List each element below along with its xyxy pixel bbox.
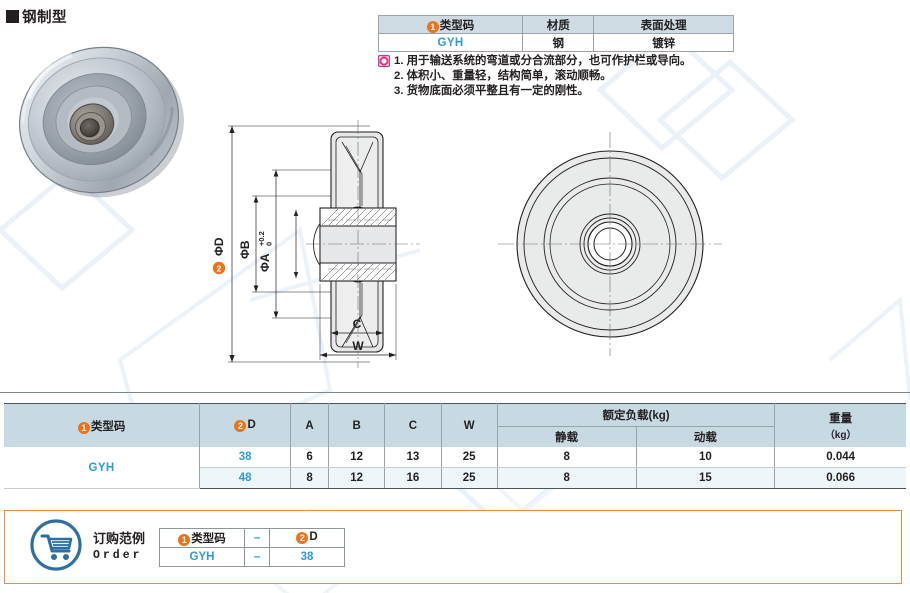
note-item-1: 1. 用于输送系统的弯道或分合流部分，也可作护栏或导向。 (394, 55, 692, 67)
label-phi-a: ΦA (258, 253, 272, 272)
spec-cell-a: 6 (290, 447, 330, 468)
marker-2-icon: 2 (296, 532, 309, 544)
spec-header-a: A (290, 403, 330, 447)
spec-cell-c: 16 (384, 467, 442, 489)
spec-cell-load-dynamic: 15 (635, 467, 776, 489)
spec-header-b: B (328, 403, 386, 447)
page-title: 钢制型 (6, 6, 67, 27)
spec-cell-d: 38 (199, 447, 292, 468)
spec-header-w: W (440, 403, 498, 447)
label-phi-b: ΦB (238, 240, 252, 259)
order-value-row: GYH – 38 (159, 546, 346, 567)
spec-cell-weight: 0.066 (774, 467, 906, 489)
label-phi-a-tol-lower: 0 (265, 242, 274, 246)
spec-cell-b: 12 (328, 447, 386, 468)
table-row: GYH 钢 镀锌 (377, 33, 734, 52)
material-header-material: 材质 (522, 15, 595, 34)
marker-1-icon: 1 (426, 20, 439, 33)
shopping-cart-icon (29, 518, 83, 577)
spec-header-load-dynamic: 动载 (635, 426, 776, 447)
spec-cell-type-code: GYH (4, 447, 201, 489)
label-c: C (353, 317, 362, 331)
spec-cell-load-static: 8 (496, 447, 637, 468)
spec-cell-a: 8 (290, 467, 330, 489)
front-circular-view (498, 132, 722, 356)
order-value-dash: – (244, 546, 271, 567)
spec-cell-w: 25 (440, 467, 498, 489)
spec-cell-d: 48 (199, 467, 292, 489)
marker-1-icon: 1 (178, 533, 191, 546)
label-phi-d-marker: 2 (217, 263, 222, 273)
spec-header-load-group: 额定负载(kg) (496, 403, 776, 427)
spec-header-weight: 重量 （kg） (774, 403, 906, 447)
label-w: W (352, 339, 364, 353)
technical-drawing: 2 ΦD ΦA +0.2 0 ΦB C W (212, 120, 722, 368)
spec-table-top-rule (0, 392, 910, 393)
spec-cell-c: 13 (384, 447, 442, 468)
order-value-type-code: GYH (159, 546, 246, 567)
label-phi-d: ΦD (212, 237, 226, 256)
table-row: GYH 38 6 12 13 25 8 10 0.044 (4, 447, 906, 489)
marker-2-icon: 2 (234, 420, 247, 432)
product-photo (18, 46, 184, 198)
order-label-cn: 订购范例 (93, 531, 146, 546)
spec-cell-load-static: 8 (496, 467, 637, 489)
spec-cell-b: 12 (328, 467, 386, 489)
marker-1-icon: 1 (77, 421, 90, 434)
spec-cell-w: 25 (440, 447, 498, 468)
spec-cell-load-dynamic: 10 (635, 447, 776, 468)
filled-square-icon (6, 10, 19, 23)
material-cell-type-code: GYH (377, 33, 524, 52)
spec-header-c: C (384, 403, 442, 447)
material-header-surface: 表面处理 (593, 15, 734, 34)
spec-header-load-static: 静载 (496, 426, 637, 447)
note-item-2: 2. 体积小、重量轻，结构简单，滚动顺畅。 (394, 70, 612, 82)
spec-cell-weight: 0.044 (774, 447, 906, 468)
pink-ring-bullet-icon (377, 54, 391, 72)
page-title-text: 钢制型 (22, 10, 67, 26)
notes-block: 1. 用于输送系统的弯道或分合流部分，也可作护栏或导向。 2. 体积小、重量轻，… (377, 54, 758, 99)
order-label-en: Order (93, 549, 143, 562)
order-header-dash: – (244, 527, 271, 548)
material-cell-material: 钢 (522, 33, 595, 52)
note-item-3: 3. 货物底面必须平整且有一定的刚性。 (394, 85, 589, 97)
order-value-d: 38 (269, 546, 346, 567)
material-cell-surface: 镀锌 (593, 33, 734, 52)
